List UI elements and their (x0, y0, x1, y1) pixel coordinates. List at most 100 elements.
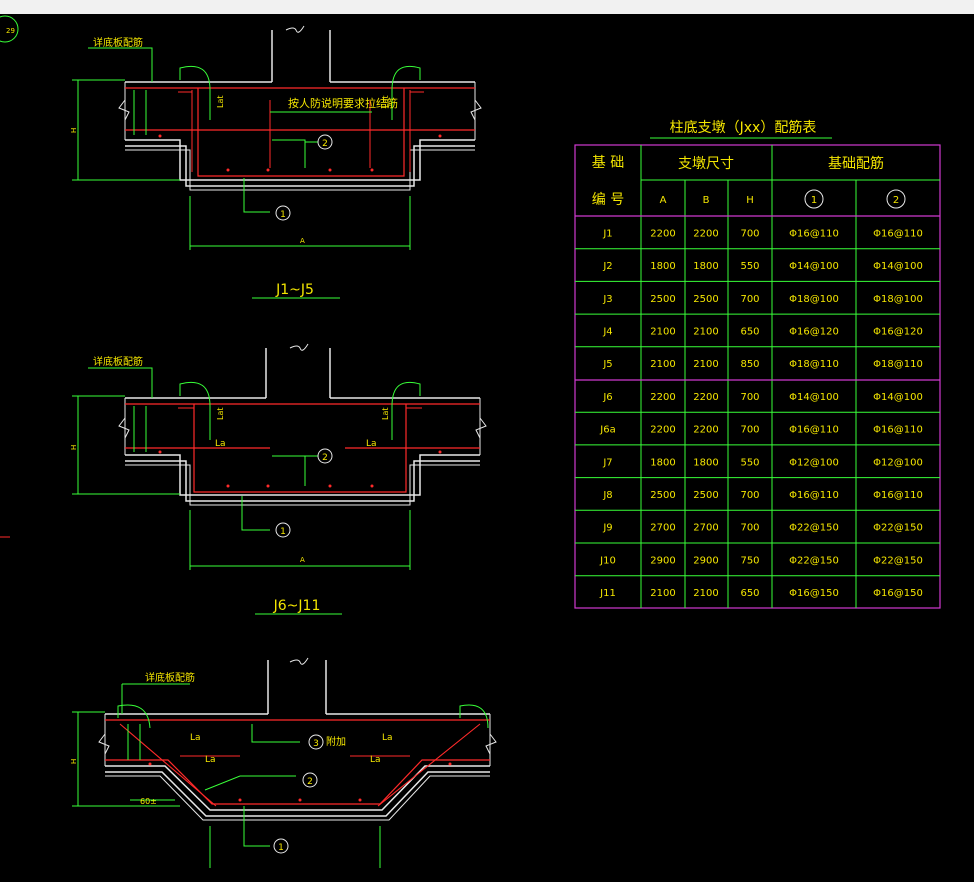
detail3-angle-label: 60± (140, 797, 157, 806)
detail-sloped[interactable]: 3 2 1 详底板配筋 附加 La La La La 60± H (70, 657, 497, 868)
table-cell-r1: Φ12@100 (789, 457, 839, 468)
table-cell-r2: Φ16@120 (873, 326, 923, 337)
table-cell-b: 1800 (693, 261, 718, 272)
table-cell-id: J2 (602, 261, 612, 272)
table-cell-r2: Φ18@100 (873, 294, 923, 305)
detail3-marker-1: 1 (278, 843, 284, 853)
detail2-slab-label: 详底板配筋 (93, 355, 143, 368)
table-cell-a: 1800 (650, 261, 675, 272)
detail3-marker-2: 2 (307, 777, 313, 787)
table-cell-r1: Φ16@120 (789, 326, 839, 337)
detail2-lat-left: Lat (216, 408, 225, 421)
detail1-note-label: 按人防说明要求拉结筋 (288, 96, 398, 110)
table-cell-r1: Φ16@110 (789, 425, 839, 436)
detail1-dim-h: H (70, 128, 78, 133)
table-cell-id: J3 (602, 294, 612, 305)
table-cell-h: 700 (740, 425, 759, 436)
table-cell-r2: Φ14@100 (873, 392, 923, 403)
table-cell-r1: Φ18@110 (789, 359, 839, 370)
detail2-dim-h: H (70, 445, 78, 450)
table-cell-b: 2200 (693, 392, 718, 403)
detail1-lat-right: Lat (381, 96, 390, 109)
table-cell-b: 2100 (693, 588, 718, 599)
detail1-title: J1~J5 (275, 282, 314, 298)
table-cell-a: 2200 (650, 425, 675, 436)
detail1-lat-left: Lat (216, 96, 225, 109)
detail2-marker-2: 2 (322, 453, 328, 463)
table-cell-r1: Φ14@100 (789, 392, 839, 403)
detail-j1-j5[interactable]: 2 1 详底板配筋 按人防说明要求拉结筋 Lat Lat A H J1~J5 (70, 25, 482, 299)
table-title: 柱底支墩（Jxx）配筋表 (670, 119, 817, 136)
detail2-la-left: La (215, 439, 226, 449)
cad-drawing-canvas[interactable]: 29 (0, 14, 974, 882)
detail2-la-right: La (366, 439, 377, 449)
table-cell-b: 2200 (693, 228, 718, 239)
table-cell-h: 550 (740, 261, 759, 272)
table-cell-r2: Φ16@110 (873, 228, 923, 239)
table-cell-id: J6 (602, 392, 612, 403)
table-cell-a: 2200 (650, 392, 675, 403)
table-cell-r2: Φ16@110 (873, 490, 923, 501)
table-cell-h: 700 (740, 392, 759, 403)
detail3-note-label: 附加 (326, 735, 346, 748)
table-cell-h: 650 (740, 326, 759, 337)
table-cell-r2: Φ16@110 (873, 425, 923, 436)
table-head-id-2: 编 号 (592, 192, 624, 208)
table-cell-h: 850 (740, 359, 759, 370)
table-head-r1: 1 (811, 195, 817, 206)
table-cell-r2: Φ14@100 (873, 261, 923, 272)
detail1-slab-label: 详底板配筋 (93, 36, 143, 49)
detail3-la-right-1: La (382, 733, 393, 743)
table-cell-a: 1800 (650, 457, 675, 468)
table-head-a: A (660, 195, 667, 206)
detail1-marker-2: 2 (322, 139, 328, 149)
detail3-la-left-2: La (205, 755, 216, 765)
corner-mark-text: 29 (6, 27, 15, 35)
detail3-la-left-1: La (190, 733, 201, 743)
table-cell-id: J5 (602, 359, 612, 370)
table-cell-id: J1 (602, 228, 612, 239)
table-cell-b: 2700 (693, 523, 718, 534)
rebar-schedule-table[interactable]: 柱底支墩（Jxx）配筋表 基 础 编 号 支墩尺寸 基础配筋 A B H 1 2… (574, 119, 941, 609)
table-cell-b: 2100 (693, 326, 718, 337)
table-cell-h: 700 (740, 228, 759, 239)
table-cell-r1: Φ22@150 (789, 555, 839, 566)
table-cell-a: 2100 (650, 359, 675, 370)
table-cell-b: 2900 (693, 555, 718, 566)
detail3-dim-h: H (70, 759, 78, 764)
table-cell-b: 2500 (693, 490, 718, 501)
detail1-marker-1: 1 (280, 210, 286, 220)
table-head-r2: 2 (893, 195, 899, 206)
detail3-marker-3: 3 (313, 739, 319, 749)
table-cell-id: J8 (602, 490, 612, 501)
table-cell-r1: Φ22@150 (789, 523, 839, 534)
table-cell-h: 750 (740, 555, 759, 566)
table-cell-a: 2200 (650, 228, 675, 239)
corner-mark: 29 (0, 15, 19, 43)
table-cell-h: 700 (740, 523, 759, 534)
detail3-slab-label: 详底板配筋 (145, 671, 195, 684)
table-cell-h: 700 (740, 490, 759, 501)
table-cell-r2: Φ22@150 (873, 523, 923, 534)
detail-j6-j11[interactable]: 2 1 详底板配筋 La La Lat Lat A H J6~J11 (70, 343, 487, 615)
table-cell-id: J7 (602, 457, 612, 468)
table-cell-a: 2500 (650, 294, 675, 305)
table-cell-a: 2700 (650, 523, 675, 534)
table-cell-r2: Φ16@150 (873, 588, 923, 599)
table-cell-id: J9 (602, 523, 612, 534)
table-head-size: 支墩尺寸 (678, 156, 734, 172)
table-cell-b: 2500 (693, 294, 718, 305)
table-cell-b: 1800 (693, 457, 718, 468)
detail1-dim-a: A (300, 237, 305, 245)
detail2-title: J6~J11 (273, 598, 321, 614)
table-head-b: B (703, 195, 710, 206)
table-cell-r2: Φ12@100 (873, 457, 923, 468)
table-head-rebar: 基础配筋 (828, 155, 884, 172)
table-cell-r1: Φ16@110 (789, 228, 839, 239)
table-cell-id: J6a (599, 425, 615, 436)
table-cell-id: J10 (599, 555, 616, 566)
table-cell-id: J4 (602, 326, 612, 337)
table-cell-r2: Φ18@110 (873, 359, 923, 370)
detail2-marker-1: 1 (280, 527, 286, 537)
